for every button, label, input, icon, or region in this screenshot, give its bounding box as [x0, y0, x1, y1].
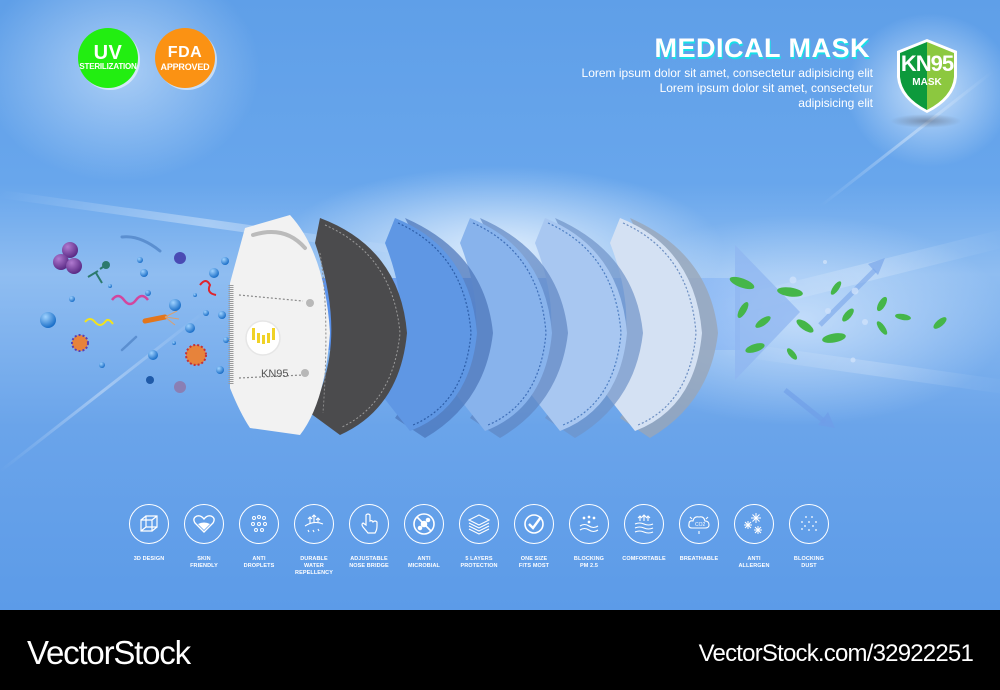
- feature-label: DURABLE WATER REPELLENCY: [295, 556, 333, 576]
- droplets-icon: [239, 504, 279, 544]
- feature-comfortable: COMFORTABLE: [609, 504, 679, 563]
- clean-air-output: [729, 245, 947, 428]
- fda-approved-badge: FDA APPROVED: [155, 28, 215, 88]
- layers-icon: [459, 504, 499, 544]
- checkmark-icon: [514, 504, 554, 544]
- description-line-2: Lorem ipsum dolor sit amet, consectetur: [659, 81, 873, 95]
- leaf-icons: [729, 276, 947, 360]
- fda-badge-title: FDA: [167, 44, 203, 61]
- feature-label: BLOCKING DUST: [793, 556, 825, 569]
- snowflake-icon: [734, 504, 774, 544]
- feature-skin-friendly: SKIN FRIENDLY: [169, 504, 239, 570]
- page-title: MEDICAL MASK: [654, 33, 870, 63]
- footer-watermark-bar: VectorStock VectorStock.com/32922251: [0, 610, 1000, 690]
- pm25-icon: [569, 504, 609, 544]
- feature-breathable: CO2 BREATHABLE: [664, 504, 734, 563]
- description-line-1: Lorem ipsum dolor sit amet, consectetur …: [581, 66, 873, 80]
- uv-badge-title: UV: [93, 42, 123, 64]
- uv-sterilization-badge: UV STERILIZATION: [78, 28, 138, 88]
- feature-label: COMFORTABLE: [622, 556, 666, 562]
- feature-blocking-dust: BLOCKING DUST: [774, 504, 844, 570]
- no-microbe-icon: [404, 504, 444, 544]
- bacteria-cluster-icon: [53, 242, 82, 274]
- shield-shadow: [890, 114, 962, 128]
- feature-anti-microbial: ANTI MICROBIAL: [389, 504, 459, 570]
- svg-text:CO2: CO2: [695, 522, 706, 528]
- heart-icon: [184, 504, 224, 544]
- fda-badge-subtitle: APPROVED: [160, 62, 210, 72]
- kn95-shield-badge: KN95 MASK: [893, 37, 961, 115]
- mask-kn95-label: KN95: [261, 368, 289, 380]
- hand-pinch-icon: [349, 504, 389, 544]
- feature-label: ANTI ALLERGEN: [738, 556, 770, 569]
- feature-anti-droplets: ANTI DROPLETS: [224, 504, 294, 570]
- water-repel-icon: [294, 504, 334, 544]
- feature-label: BREATHABLE: [679, 556, 719, 562]
- mask-layer-3-blue: [380, 218, 493, 438]
- waves-arrows-icon: [624, 504, 664, 544]
- feature-label: ADJUSTABLE NOSE BRIDGE: [349, 556, 389, 569]
- dust-dots-icon: [789, 504, 829, 544]
- feature-label: BLOCKING PM 2.5: [573, 556, 605, 569]
- feature-label: SKIN FRIENDLY: [190, 556, 218, 569]
- feature-3d-design: 3D DESIGN: [114, 504, 184, 563]
- feature-label: ANTI DROPLETS: [243, 556, 275, 569]
- mask-layer-1-kn95-outer: [228, 215, 330, 435]
- feature-water-repellency: DURABLE WATER REPELLENCY: [279, 504, 349, 577]
- feature-label: ONE SIZE FITS MOST: [518, 556, 550, 569]
- feature-anti-allergen: ANTI ALLERGEN: [719, 504, 789, 570]
- shield-mask-text: MASK: [912, 77, 942, 88]
- exhalation-valve-icon: [245, 320, 281, 356]
- feature-label: ANTI MICROBIAL: [407, 556, 441, 569]
- feature-label: 5 LAYERS PROTECTION: [460, 556, 498, 569]
- feature-5-layers-protection: 5 LAYERS PROTECTION: [444, 504, 514, 570]
- uv-badge-subtitle: STERILIZATION: [79, 62, 137, 71]
- pollutant-particles: [40, 235, 229, 393]
- shield-kn95-text: KN95: [900, 51, 954, 76]
- image-url-text: VectorStock.com/32922251: [698, 640, 974, 667]
- feature-label: 3D DESIGN: [133, 556, 165, 562]
- feature-blocking-pm25: BLOCKING PM 2.5: [554, 504, 624, 570]
- cube-icon: [129, 504, 169, 544]
- co2-cloud-icon: CO2: [679, 504, 719, 544]
- feature-one-size-fits-most: ONE SIZE FITS MOST: [499, 504, 569, 570]
- brand-logo-text: VectorStock: [27, 634, 191, 671]
- shield-icon: [897, 39, 957, 113]
- mask-layer-2-carbon: [310, 218, 407, 435]
- description-line-3: adipisicing elit: [798, 96, 873, 110]
- feature-adjustable-nose-bridge: ADJUSTABLE NOSE BRIDGE: [334, 504, 404, 570]
- poster-canvas: UV STERILIZATION FDA APPROVED MEDICAL MA…: [0, 0, 1000, 610]
